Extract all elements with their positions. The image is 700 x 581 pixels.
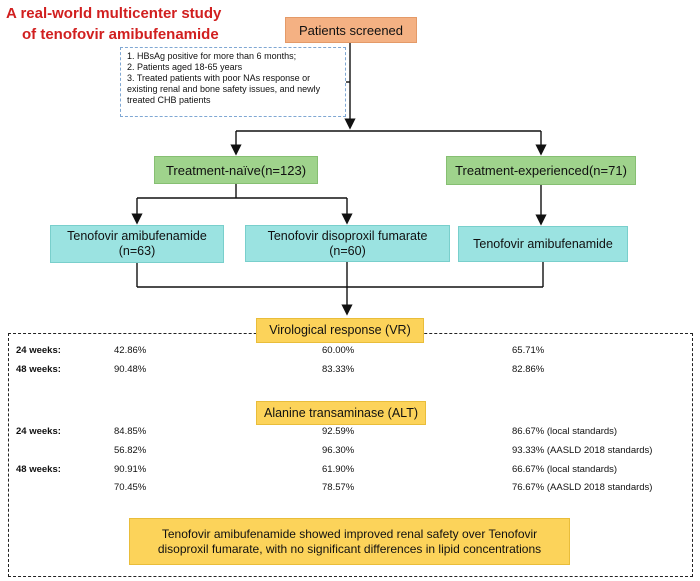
- alt-row-3-label: 48 weeks:: [16, 464, 61, 475]
- alt-row-2-taf-naive: 56.82%: [114, 445, 147, 456]
- conclusion-box: Tenofovir amibufenamide showed improved …: [129, 518, 570, 565]
- study-title-line2: of tenofovir amibufenamide: [22, 26, 219, 43]
- alt-row-1-taf-exp: 86.67% (local standards): [512, 426, 618, 437]
- alt-heading-box: Alanine transaminase (ALT): [256, 401, 426, 425]
- alt-row-3-taf-naive: 90.91%: [114, 464, 147, 475]
- arm-taf-experienced-box: Tenofovir amibufenamide: [458, 226, 628, 262]
- alt-row-4-tdf-naive: 78.57%: [322, 482, 355, 493]
- criterion-1: 1. HBsAg positive for more than 6 months…: [127, 51, 297, 61]
- alt-row-1-tdf-naive: 92.59%: [322, 426, 355, 437]
- alt-row-2-tdf-naive: 96.30%: [322, 445, 355, 456]
- patients-screened-box: Patients screened: [285, 17, 417, 43]
- alt-row-1-label: 24 weeks:: [16, 426, 61, 437]
- arm-tdf-naive-box: Tenofovir disoproxil fumarate (n=60): [245, 225, 450, 262]
- treatment-naive-box: Treatment-naïve(n=123): [154, 156, 318, 184]
- vr-row-1-tdf-naive: 60.00%: [322, 345, 355, 356]
- vr-row-1-taf-exp: 65.71%: [512, 345, 545, 356]
- vr-row-2-taf-exp: 82.86%: [512, 364, 545, 375]
- alt-row-4-taf-naive: 70.45%: [114, 482, 147, 493]
- criterion-3: 3. Treated patients with poor NAs respon…: [127, 73, 321, 105]
- arm-taf-naive-box: Tenofovir amibufenamide (n=63): [50, 225, 224, 263]
- inclusion-criteria-box: 1. HBsAg positive for more than 6 months…: [120, 47, 346, 117]
- vr-heading-box: Virological response (VR): [256, 318, 424, 343]
- vr-row-2-taf-naive: 90.48%: [114, 364, 147, 375]
- vr-row-1-taf-naive: 42.86%: [114, 345, 147, 356]
- vr-row-2-label: 48 weeks:: [16, 364, 61, 375]
- vr-row-1-label: 24 weeks:: [16, 345, 61, 356]
- vr-row-2-tdf-naive: 83.33%: [322, 364, 355, 375]
- treatment-experienced-box: Treatment-experienced(n=71): [446, 156, 636, 185]
- alt-row-1-taf-naive: 84.85%: [114, 426, 147, 437]
- alt-row-3-tdf-naive: 61.90%: [322, 464, 355, 475]
- criterion-2: 2. Patients aged 18-65 years: [127, 62, 243, 72]
- study-title-line1: A real-world multicenter study: [6, 5, 222, 22]
- alt-row-2-taf-exp: 93.33% (AASLD 2018 standards): [512, 445, 653, 456]
- alt-row-4-taf-exp: 76.67% (AASLD 2018 standards): [512, 482, 653, 493]
- alt-row-3-taf-exp: 66.67% (local standards): [512, 464, 618, 475]
